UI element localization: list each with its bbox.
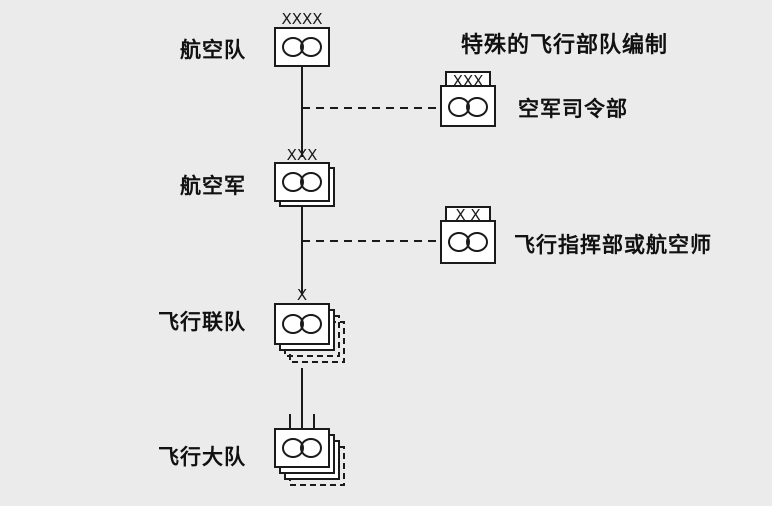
unit-label: 飞行联队 [158,310,246,334]
echelon-marker: X [297,286,307,304]
unit-label: 航空军 [180,174,246,198]
unit-symbol-air-force-group [274,27,330,67]
echelon-marker-bars [289,414,315,428]
special-unit-symbol-air-command [440,71,496,127]
echelon-marker: XXX [453,72,484,90]
special-unit-label: 飞行指挥部或航空师 [514,233,712,257]
unit-label: 飞行大队 [158,445,246,469]
special-unit-label: 空军司令部 [518,97,628,121]
echelon-marker: XXXX [281,10,322,28]
echelon-marker: X X [455,206,480,224]
unit-label: 航空队 [180,38,246,62]
unit-symbol-flight-wing [274,303,345,363]
special-unit-symbol-flight-command [440,206,496,264]
unit-symbol-air-corps [274,162,335,207]
diagram-title: 特殊的飞行部队编制 [461,33,669,58]
unit-symbol-flight-group [274,428,345,486]
echelon-marker: XXX [287,146,318,164]
